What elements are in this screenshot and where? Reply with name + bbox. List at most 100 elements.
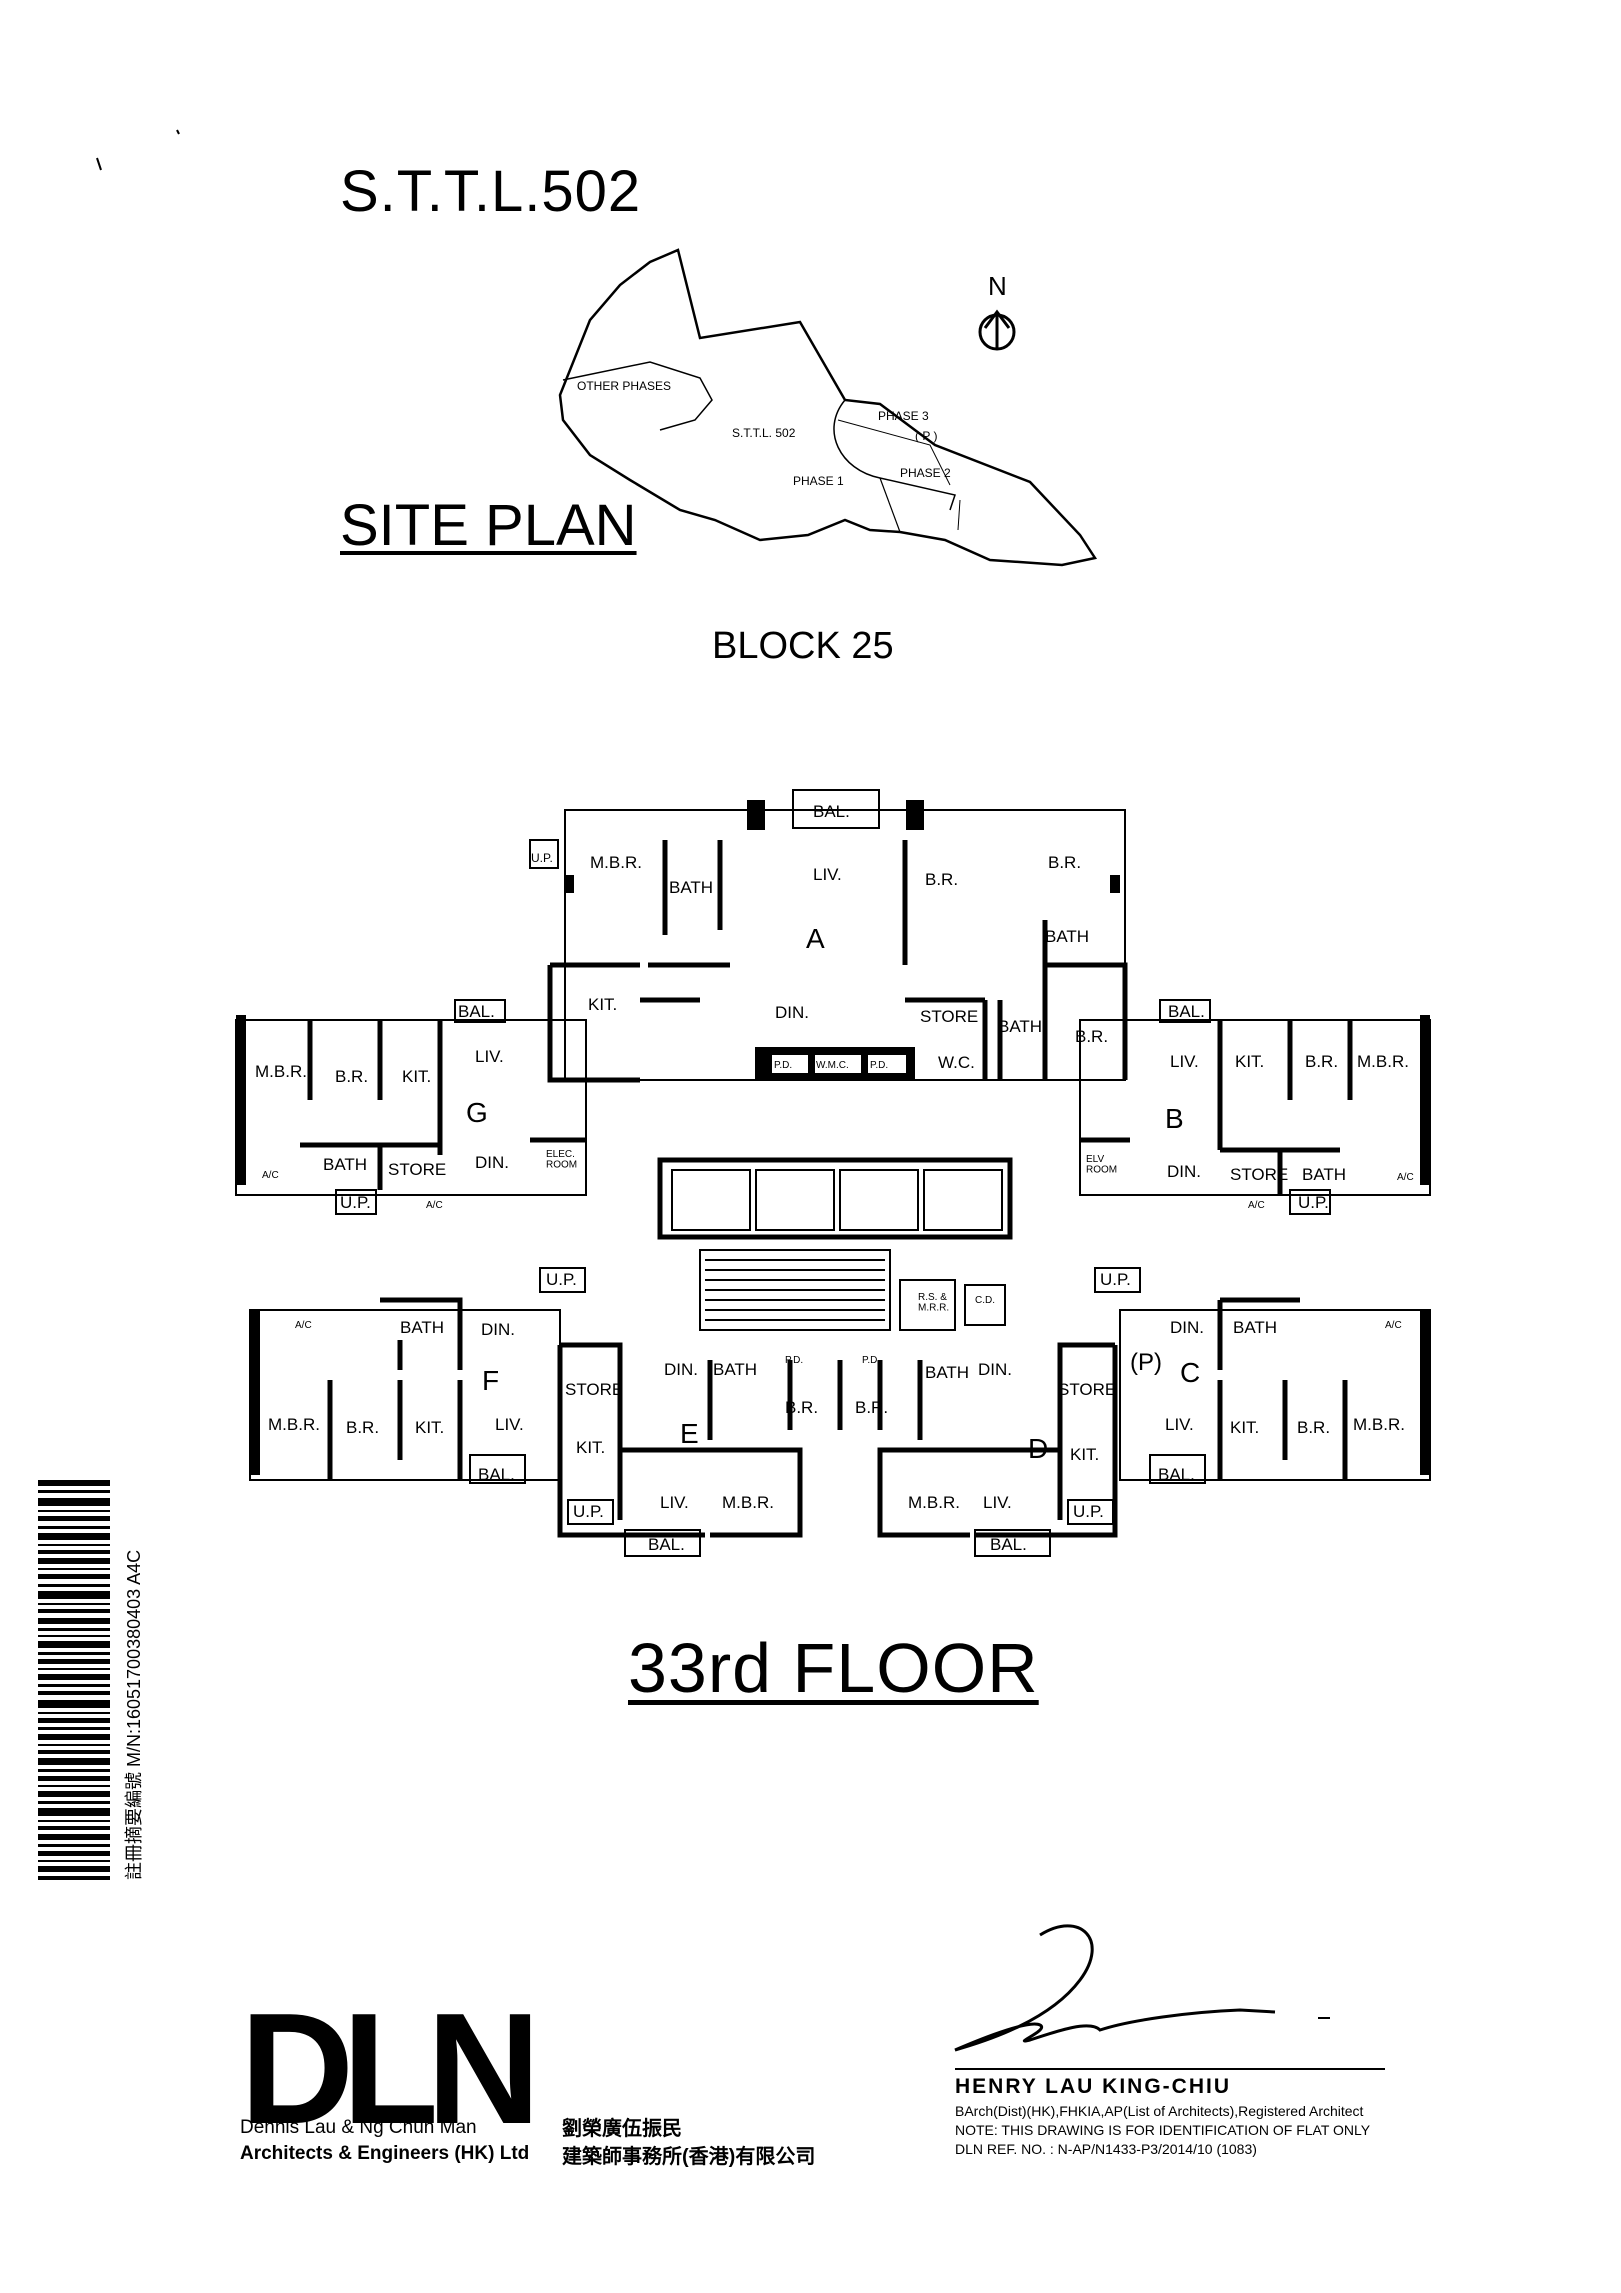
site-label-phase3-p: ( P ) xyxy=(915,429,937,443)
room-label-ac: A/C xyxy=(262,1170,279,1181)
room-label-br: B.R. xyxy=(346,1418,379,1437)
dln-logo: DLN xyxy=(240,1981,541,2157)
room-label-br: B.R. xyxy=(785,1398,818,1417)
room-label-br: B.R. xyxy=(1305,1052,1338,1071)
room-label-ac: A/C xyxy=(295,1320,312,1331)
drawing-note: NOTE: THIS DRAWING IS FOR IDENTIFICATION… xyxy=(955,2122,1371,2138)
room-label-bath: BATH xyxy=(323,1155,367,1174)
room-label-kit: KIT. xyxy=(402,1067,431,1086)
room-label-bal: BAL. xyxy=(1158,1465,1195,1484)
room-label-up: U.P. xyxy=(573,1502,604,1521)
architect-credentials: BArch(Dist)(HK),FHKIA,AP(List of Archite… xyxy=(955,2103,1364,2119)
room-label-br: B.R. xyxy=(1048,853,1081,872)
room-label-liv: LIV. xyxy=(1165,1415,1194,1434)
room-label-bal: BAL. xyxy=(813,802,850,821)
barcode xyxy=(38,1480,110,1880)
site-label-lot: S.T.T.L. 502 xyxy=(732,426,796,440)
room-label-ac: A/C xyxy=(1397,1172,1414,1183)
lot-boundary xyxy=(558,248,1098,567)
room-label-kit: KIT. xyxy=(1070,1445,1099,1464)
room-label-store: STORE xyxy=(388,1160,446,1179)
unit-label-b: B xyxy=(1165,1103,1184,1134)
room-label-br: B.R. xyxy=(855,1398,888,1417)
room-label-ac: A/C xyxy=(1385,1320,1402,1331)
phase-boundary xyxy=(833,399,956,511)
room-label-mbr: M.B.R. xyxy=(908,1493,960,1512)
core: R.S. &M.R.R. C.D. P.D. P.D. xyxy=(657,1157,1013,1366)
room-label-bath: BATH xyxy=(1302,1165,1346,1184)
site-label-phase3: PHASE 3 xyxy=(878,409,929,423)
room-label-bal: BAL. xyxy=(1168,1002,1205,1021)
site-label-phase1: PHASE 1 xyxy=(793,474,844,488)
room-label-din: DIN. xyxy=(475,1153,509,1172)
room-label-store: STORE xyxy=(565,1380,623,1399)
barcode-text: 註冊摘要編號 M/N:16051700380403 A4C xyxy=(124,1549,144,1880)
room-label-rs-mrr: R.S. &M.R.R. xyxy=(918,1292,949,1314)
north-arrow-icon: N xyxy=(978,271,1016,351)
room-label-kit: KIT. xyxy=(576,1438,605,1457)
room-label-br: B.R. xyxy=(925,870,958,889)
room-label-bal: BAL. xyxy=(648,1535,685,1554)
unit-label-f: F xyxy=(482,1365,499,1396)
room-label-bath: BATH xyxy=(925,1363,969,1382)
room-label-liv: LIV. xyxy=(1170,1052,1199,1071)
room-label-br: B.R. xyxy=(1075,1027,1108,1046)
room-label-kit: KIT. xyxy=(1230,1418,1259,1437)
room-label-pd: P.D. xyxy=(774,1060,792,1071)
room-label-liv: LIV. xyxy=(983,1493,1012,1512)
floor-title: 33rd FLOOR xyxy=(628,1629,1039,1707)
unit-e: STORE KIT. DIN. BATH E B.R. LIV. M.B.R. … xyxy=(557,1342,843,1557)
room-label-store: STORE xyxy=(920,1007,978,1026)
firm-name-en-2: Architects & Engineers (HK) Ltd xyxy=(240,2143,530,2164)
unit-f: A/C BATH DIN. F M.B.R. B.R. KIT. LIV. BA… xyxy=(249,1267,586,1484)
room-label-din: DIN. xyxy=(775,1003,809,1022)
room-label-up: U.P. xyxy=(531,851,553,865)
room-label-mbr: M.B.R. xyxy=(1357,1052,1409,1071)
room-label-wmc: W.M.C. xyxy=(816,1060,849,1071)
room-label-mbr: M.B.R. xyxy=(1353,1415,1405,1434)
unit-b: BAL. LIV. KIT. B.R. M.B.R. B DIN. STORE … xyxy=(1079,999,1431,1215)
room-label-bath: BATH xyxy=(669,878,713,897)
room-label-pd: P.D. xyxy=(785,1355,803,1366)
room-label-liv: LIV. xyxy=(660,1493,689,1512)
room-label-bal: BAL. xyxy=(990,1535,1027,1554)
room-label-br: B.R. xyxy=(1297,1418,1330,1437)
unit-d: B.R. BATH DIN. STORE D KIT. M.B.R. LIV. … xyxy=(855,1342,1118,1557)
room-label-bath: BATH xyxy=(400,1318,444,1337)
room-label-wc: W.C. xyxy=(938,1053,975,1072)
stray-mark xyxy=(96,157,102,171)
room-label-kit: KIT. xyxy=(1235,1052,1264,1071)
unit-c: U.P. DIN. BATH A/C (P) C LIV. KIT. B.R. … xyxy=(1094,1267,1431,1484)
unit-label-g: G xyxy=(466,1097,488,1128)
room-label-din: DIN. xyxy=(664,1360,698,1379)
unit-a: BAL. M.B.R. BATH LIV. A B.R. B.R. BATH K… xyxy=(529,789,1128,1083)
room-label-mbr: M.B.R. xyxy=(268,1415,320,1434)
room-label-up: U.P. xyxy=(340,1193,371,1212)
unit-label-a: A xyxy=(806,923,825,954)
unit-label-c-p: (P) xyxy=(1130,1349,1162,1376)
architect-name: HENRY LAU KING-CHIU xyxy=(955,2075,1232,2098)
room-label-up: U.P. xyxy=(1100,1270,1131,1289)
floor-plan: BAL. M.B.R. BATH LIV. A B.R. B.R. BATH K… xyxy=(235,789,1431,1557)
room-label-liv: LIV. xyxy=(495,1415,524,1434)
room-label-cd: C.D. xyxy=(975,1295,995,1306)
phase2-boundary xyxy=(957,499,961,531)
north-label: N xyxy=(988,271,1007,301)
room-label-bal: BAL. xyxy=(478,1465,515,1484)
room-label-mbr: M.B.R. xyxy=(722,1493,774,1512)
room-label-kit: KIT. xyxy=(415,1418,444,1437)
stray-mark xyxy=(176,129,180,135)
unit-label-e: E xyxy=(680,1418,699,1449)
unit-g: BAL. M.B.R. B.R. KIT. LIV. G BATH STORE … xyxy=(235,999,587,1215)
room-label-bath: BATH xyxy=(1045,927,1089,946)
firm-name-zh-1: 劉榮廣伍振民 xyxy=(562,2118,682,2140)
room-label-pd: P.D. xyxy=(870,1060,888,1071)
room-label-din: DIN. xyxy=(481,1320,515,1339)
site-label-phase2: PHASE 2 xyxy=(900,466,951,480)
unit-label-d: D xyxy=(1028,1433,1048,1464)
signature-line xyxy=(955,2068,1385,2070)
room-label-up: U.P. xyxy=(1298,1193,1329,1212)
room-label-din: DIN. xyxy=(1167,1162,1201,1181)
